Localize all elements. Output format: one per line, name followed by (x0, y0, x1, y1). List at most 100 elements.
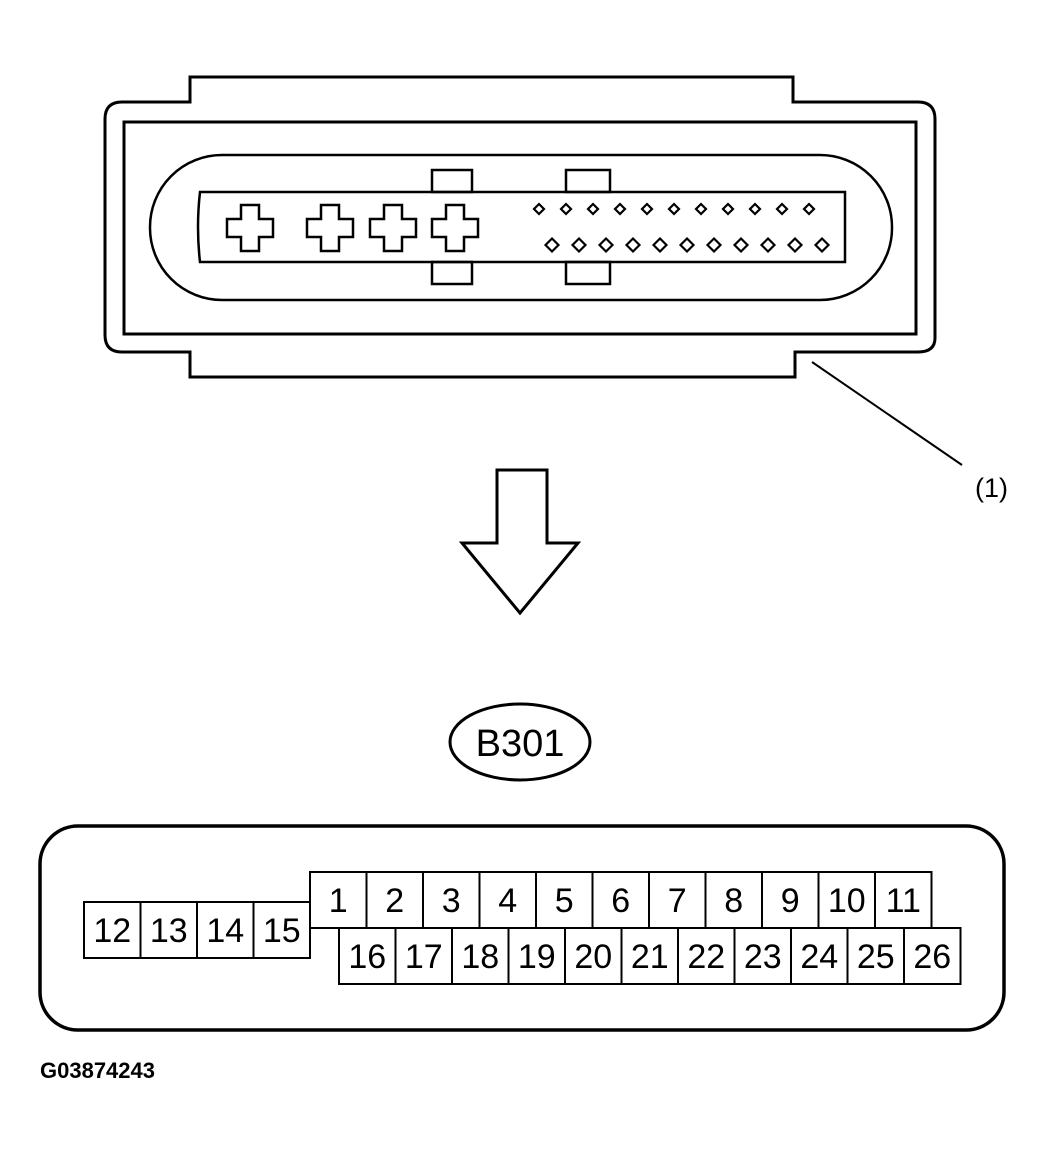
connector-pin-face (196, 190, 847, 264)
pin-19: 19 (507, 927, 566, 985)
terminal-diamond-top-2 (559, 202, 573, 216)
terminal-cross-4 (430, 203, 480, 253)
pin-8-number: 8 (724, 882, 743, 920)
pin-8-box (704, 871, 763, 929)
terminal-diamond-bottom-3 (597, 236, 615, 254)
lock-tab-bottom-left (430, 260, 474, 286)
pin-3-box (422, 871, 481, 929)
pin-10-number: 10 (828, 882, 866, 920)
pin-14: 14 (196, 901, 255, 959)
connector-label-ellipse (448, 702, 592, 782)
pin-5: 5 (535, 871, 594, 929)
pin-11: 11 (874, 871, 933, 929)
terminal-diamond-top-4 (613, 202, 627, 216)
terminal-diamond-top-7 (694, 202, 708, 216)
pin-3: 3 (422, 871, 481, 929)
connector-label: B301 (476, 723, 565, 765)
pin-24: 24 (790, 927, 849, 985)
pin-20: 20 (564, 927, 623, 985)
terminal-diamond-top-6 (667, 202, 681, 216)
terminal-diamond-top-8 (721, 202, 735, 216)
connector-inner-frame (122, 120, 918, 336)
pin-17-box (394, 927, 453, 985)
pin-26: 26 (903, 927, 962, 985)
terminal-diamond-bottom-1 (543, 236, 561, 254)
pin-21-box (620, 927, 679, 985)
pin-22: 22 (677, 927, 736, 985)
pin-17-number: 17 (405, 938, 443, 976)
large-terminal-group (225, 203, 480, 253)
pin-9: 9 (761, 871, 820, 929)
pin-20-box (564, 927, 623, 985)
terminal-diamond-bottom-7 (705, 236, 723, 254)
pin-19-box (507, 927, 566, 985)
pin-12: 12 (83, 901, 142, 959)
terminal-diamond-top-9 (748, 202, 762, 216)
terminal-cross-2 (305, 203, 355, 253)
pin-22-number: 22 (687, 938, 725, 976)
pin-19-number: 19 (518, 938, 556, 976)
pin-5-box (535, 871, 594, 929)
pin-21-number: 21 (631, 938, 669, 976)
pin-6-number: 6 (611, 882, 630, 920)
pinout-outline (38, 824, 1006, 1032)
pin-23-box (733, 927, 792, 985)
pin-14-box (196, 901, 255, 959)
lock-tab-top-left (430, 168, 474, 194)
connector-cavity (148, 153, 894, 302)
pin-11-number: 11 (886, 882, 921, 920)
figure-code: G03874243 (40, 1058, 155, 1083)
terminal-diamond-bottom-2 (570, 236, 588, 254)
callout-label: (1) (975, 473, 1008, 503)
pin-26-number: 26 (913, 938, 951, 976)
terminal-diamond-bottom-8 (732, 236, 750, 254)
small-terminal-group (532, 202, 831, 254)
pin-6: 6 (591, 871, 650, 929)
pin-24-box (790, 927, 849, 985)
terminal-diamond-top-1 (532, 202, 546, 216)
terminal-diamond-bottom-11 (813, 236, 831, 254)
pin-12-number: 12 (93, 912, 131, 950)
terminal-diamond-top-11 (802, 202, 816, 216)
pin-25: 25 (846, 927, 905, 985)
terminal-diamond-top-5 (640, 202, 654, 216)
pin-4-box (478, 871, 537, 929)
pin-4: 4 (478, 871, 537, 929)
pin-21: 21 (620, 927, 679, 985)
connector-illustration (103, 75, 937, 379)
terminal-cross-3 (368, 203, 418, 253)
pin-1-box (309, 871, 368, 929)
terminal-diamond-bottom-4 (624, 236, 642, 254)
pin-2-number: 2 (385, 882, 404, 920)
callout-leader-line (811, 361, 963, 466)
pin-16: 16 (338, 927, 397, 985)
pin-13: 13 (139, 901, 198, 959)
pin-15-box (252, 901, 311, 959)
terminal-diamond-top-10 (775, 202, 789, 216)
pin-8: 8 (704, 871, 763, 929)
pin-13-number: 13 (150, 912, 188, 950)
pin-23: 23 (733, 927, 792, 985)
terminal-diamond-bottom-10 (786, 236, 804, 254)
pin-10: 10 (817, 871, 876, 929)
pin-15-number: 15 (263, 912, 301, 950)
terminal-diamond-top-3 (586, 202, 600, 216)
lock-tab-top-right (564, 168, 612, 194)
pin-18-number: 18 (461, 938, 499, 976)
pin-7-number: 7 (668, 882, 687, 920)
terminal-cross-1 (225, 203, 275, 253)
pin-15: 15 (252, 901, 311, 959)
pin-20-number: 20 (574, 938, 612, 976)
pin-11-box (874, 871, 933, 929)
pin-9-box (761, 871, 820, 929)
pin-7: 7 (648, 871, 707, 929)
pin-16-number: 16 (348, 938, 386, 976)
pin-9-number: 9 (781, 882, 800, 920)
pin-18: 18 (451, 927, 510, 985)
pin-23-number: 23 (744, 938, 782, 976)
pin-25-number: 25 (857, 938, 895, 976)
pin-3-number: 3 (442, 882, 461, 920)
pin-2: 2 (365, 871, 424, 929)
pin-17: 17 (394, 927, 453, 985)
